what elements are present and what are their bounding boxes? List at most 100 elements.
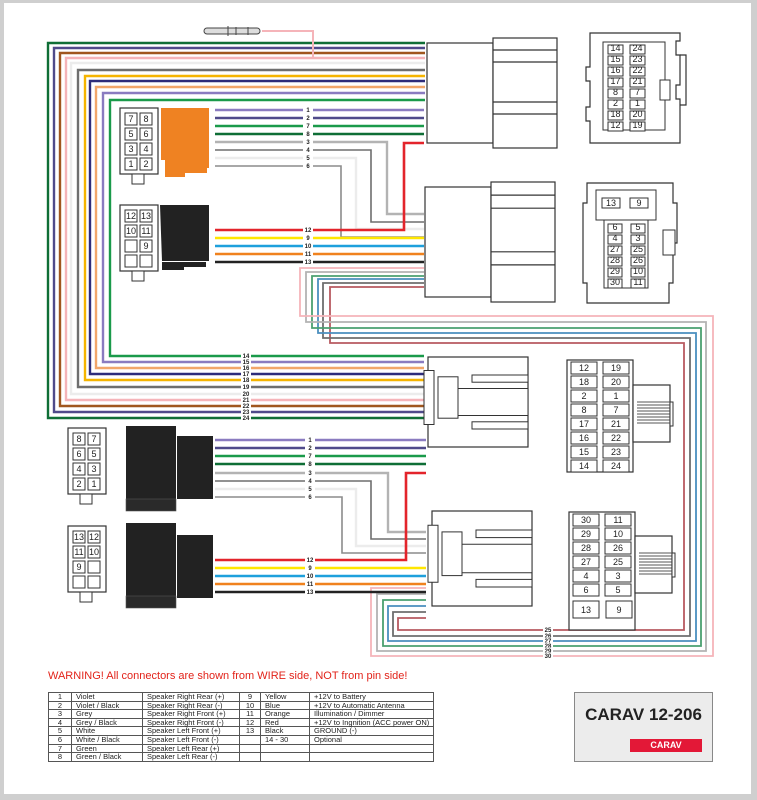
wire-14 [108,98,425,358]
pin-number: 5 [635,222,640,232]
pin-cell [570,375,598,389]
iso-pin [124,254,138,268]
pin-number: 25 [633,244,643,254]
pin-number: 4 [612,233,617,243]
legend-cell-num2 [239,734,261,745]
pin-number: 10 [633,266,643,276]
pin-number: 16 [579,433,589,443]
pin-number: 21 [611,419,621,429]
iso-pin [87,462,101,476]
legend-cell-num2: 13 [239,726,261,736]
pin-cell [604,583,632,597]
wire-number-label: 6 [308,495,312,501]
wire-number-label: 12 [305,228,312,234]
iso-pin-number: 4 [76,464,81,474]
wire-number-label: 2 [308,446,312,452]
wire-label-bg [303,114,313,122]
vehicle-connector-b-key [662,229,676,256]
pin-cell [629,121,646,132]
iso-pin-number: 6 [143,129,148,139]
iso-pin-number: 13 [74,532,84,542]
pin-cell [602,417,630,431]
pin-number: 13 [606,198,616,208]
pin-number: 19 [632,120,642,130]
wire-label-bg [543,626,553,634]
wire-label-bg [305,556,315,564]
wire-3 [215,471,426,534]
pin-cell [607,110,624,121]
legend-cell-desc: Speaker Right Front (+) [142,709,240,719]
wire-label-bg [241,358,251,366]
pin-cell [607,44,624,55]
pin-number: 27 [581,557,591,567]
iso-pin-number: 9 [143,241,148,251]
speaker-plug-tail [165,168,207,177]
wire-number-label: 26 [545,634,552,640]
pin-cell [607,223,623,234]
iso-pin [139,254,153,268]
pin-cell [572,527,600,541]
wire-23 [52,46,425,414]
iso-pin-number: 8 [76,434,81,444]
iso-pin [72,530,86,544]
legend-cell-num2 [239,743,261,754]
pin-cell [570,403,598,417]
wire-number-label: 29 [545,649,552,655]
pin-cell [570,417,598,431]
wire-number-label: 27 [545,639,552,645]
pin-number: 22 [632,65,642,75]
pin-number: 20 [632,109,642,119]
wire-30 [299,267,714,657]
pin-cell [629,88,646,99]
antenna-plug [203,27,261,35]
wire-18 [83,74,425,382]
iso-pin-number: 4 [143,144,148,154]
wire-label-bg [305,460,315,468]
wire-label-bg [305,580,315,588]
iso-pin [72,432,86,446]
wire-label-bg [241,414,251,422]
pin-number: 10 [613,529,623,539]
wire-label-bg [303,146,313,154]
carav-logo: CARAV [630,739,702,752]
iso-pin-number: 8 [143,114,148,124]
wire-label-bg [241,370,251,378]
wire-number-label: 9 [308,566,312,572]
pin-cell [602,459,630,473]
iso-pin-number: 7 [91,434,96,444]
wire-number-label: 11 [305,252,312,258]
pin-cell [607,88,624,99]
wire-label-bg [241,383,251,391]
wire-label-bg [305,493,315,501]
wire-5 [215,156,424,231]
wire-number-label: 4 [306,148,310,154]
wire-number-label: 10 [307,574,314,580]
wire-label-bg [305,564,315,572]
wire-25 [329,286,685,631]
pin-number: 23 [632,54,642,64]
legend-cell-color2: 14 - 30 [260,734,310,745]
pin-cell [602,403,630,417]
iso-pin [139,112,153,126]
iso-pin-number: 11 [74,547,83,557]
wire-number-label: 12 [307,558,314,564]
legend-cell-desc2: +12V to Battery [308,692,435,702]
harness-plug-d-lip [427,524,439,583]
iso-pin [139,157,153,171]
iso-pin [72,560,86,574]
speaker-plug-lower-base [125,498,177,512]
wire-27 [317,278,697,642]
brand-box: CARAV 12-206 CARAV [574,692,713,762]
pin-number: 18 [610,109,620,119]
warning-text: WARNING! All connectors are shown from W… [48,670,408,682]
iso-pin-number: 6 [76,449,81,459]
power-plug-tail [162,262,206,270]
legend-cell-num: 6 [48,734,72,745]
iso-latch [131,270,145,282]
wire-label-bg [305,485,315,493]
pin-number: 1 [613,391,618,401]
harness-plug-c-channel [457,388,529,416]
